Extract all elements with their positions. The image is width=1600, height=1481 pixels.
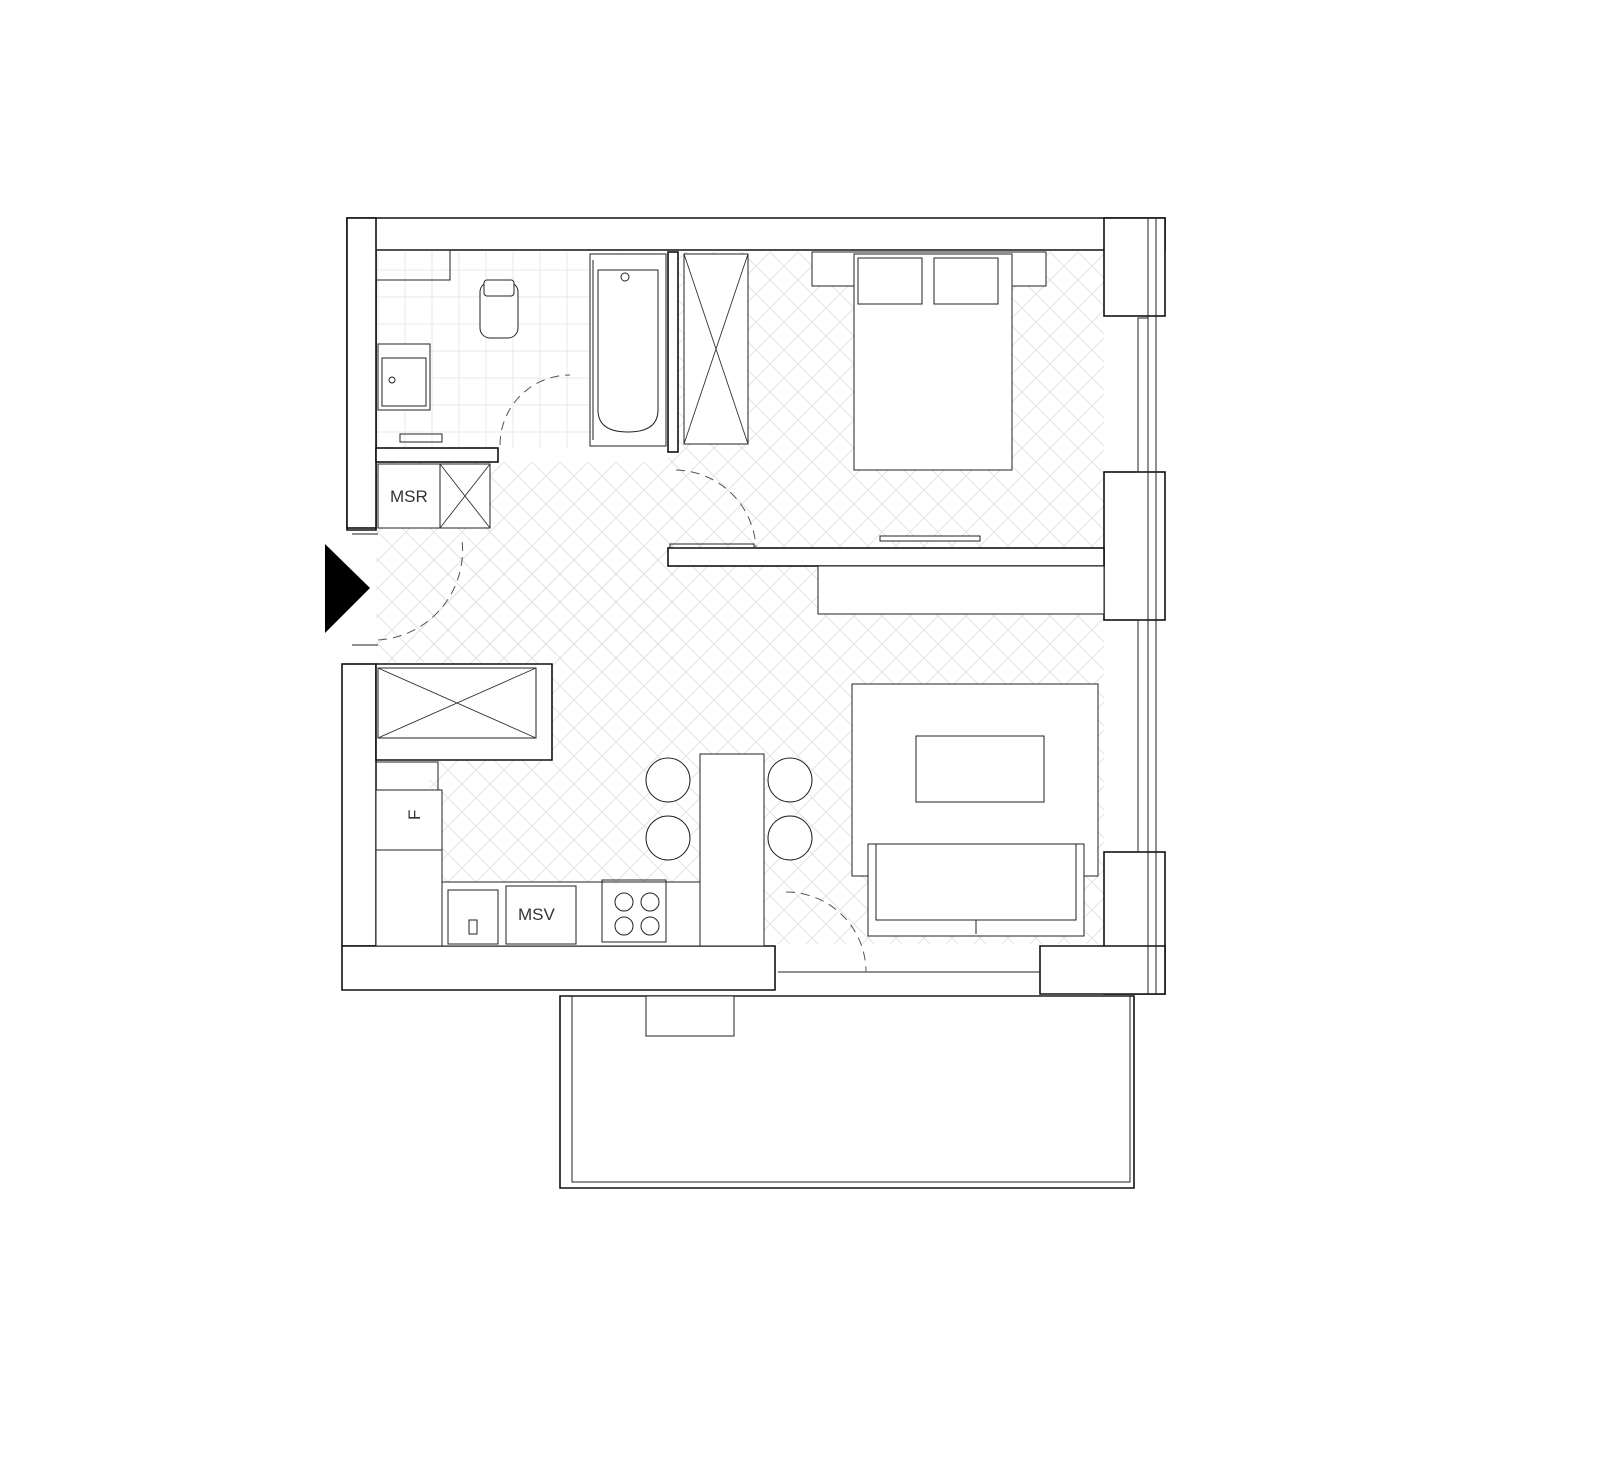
kitchen-counter [441, 881, 701, 947]
coffee-table [915, 735, 1045, 803]
bedroom-door[interactable] [669, 469, 757, 549]
msr-label: MSR [390, 487, 428, 506]
wall-bed-living [667, 547, 1105, 567]
wardrobe-bedroom [683, 253, 749, 445]
dining-area [645, 753, 813, 947]
sink-icon [377, 343, 431, 411]
hall-wardrobe [377, 667, 537, 739]
stove-icon [601, 879, 667, 943]
bed-icon [811, 251, 1047, 471]
balcony [559, 995, 1135, 1189]
wall-bath-hall [375, 447, 499, 463]
window-living [1137, 619, 1149, 853]
wall-right-mid [1103, 471, 1166, 621]
entrance-arrow-icon [325, 544, 370, 633]
wall-left-upper [346, 217, 377, 529]
tv-icon [817, 535, 1105, 615]
bathtub-icon [589, 253, 667, 447]
living-area [851, 683, 1099, 937]
windows [778, 218, 1157, 994]
balcony-bench [645, 995, 735, 1037]
sink-icon [447, 889, 499, 945]
chair-icon [645, 757, 691, 803]
wall-bottom-left [341, 945, 776, 991]
fridge [375, 789, 443, 947]
chair-icon [645, 815, 691, 861]
dining-table-icon [699, 753, 765, 947]
fridge-label: F [405, 810, 424, 820]
wall-right-top [1103, 217, 1166, 317]
wall-left-lower [341, 663, 377, 947]
msr-closet: MSR [377, 463, 491, 529]
chair-icon [767, 815, 813, 861]
wall-bath-bed [667, 251, 679, 453]
wall-bottom-right [1039, 945, 1166, 995]
balcony-door[interactable] [785, 891, 867, 973]
bathroom [375, 249, 667, 447]
entrance-door[interactable] [352, 533, 464, 646]
chair-icon [767, 757, 813, 803]
window-bedroom [1137, 317, 1149, 473]
msv-label: MSV [518, 905, 556, 924]
kitchen: F MSV [375, 761, 701, 947]
